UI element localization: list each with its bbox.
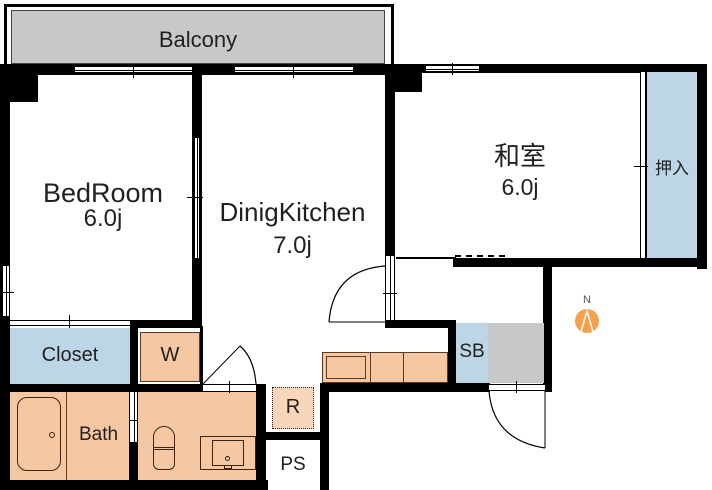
pillar-washitsu bbox=[392, 64, 422, 92]
oshiire-door[interactable] bbox=[640, 72, 646, 258]
wall-washroom-top bbox=[130, 384, 203, 392]
compass-north-label: N bbox=[583, 294, 591, 306]
kitchen-sink bbox=[326, 356, 366, 379]
dk-size: 7.0j bbox=[273, 232, 312, 259]
bedroom-size: 6.0j bbox=[83, 205, 123, 232]
wall-genkan-bottom bbox=[545, 383, 552, 392]
wall-hall-east bbox=[543, 258, 552, 390]
closet-label: Closet bbox=[41, 344, 99, 366]
closet[interactable]: Closet bbox=[10, 328, 130, 384]
wall-closet-top bbox=[130, 320, 202, 328]
toilet-seat-line bbox=[154, 447, 174, 450]
bathtub bbox=[17, 397, 61, 471]
shoe-box-label: SB bbox=[459, 341, 485, 362]
kitchen-counter[interactable] bbox=[322, 352, 448, 384]
bath-door[interactable] bbox=[129, 392, 138, 442]
pipe-space[interactable]: PS bbox=[266, 440, 320, 490]
washer-label: W bbox=[160, 344, 180, 366]
washitsu-sliding-door[interactable] bbox=[396, 257, 456, 259]
bath-label: Bath bbox=[78, 424, 119, 445]
bedroom-side-window[interactable] bbox=[2, 266, 10, 316]
closet-door[interactable] bbox=[10, 320, 130, 326]
compass-icon bbox=[575, 308, 599, 333]
dk-balcony-window[interactable] bbox=[235, 66, 353, 73]
wall-ps-east bbox=[320, 385, 329, 490]
wall-washer-east bbox=[200, 326, 203, 386]
washitsu-label: 和室 bbox=[493, 141, 546, 171]
wall-closet-bath bbox=[0, 384, 203, 392]
wall-right bbox=[697, 64, 707, 269]
dk-label: DinigKitchen bbox=[219, 197, 366, 227]
bath-divider bbox=[66, 392, 67, 480]
toilet-washroom[interactable] bbox=[138, 392, 256, 480]
vanity-counter bbox=[200, 436, 256, 470]
balcony[interactable]: Balcony bbox=[11, 10, 385, 64]
toilet-icon bbox=[153, 426, 175, 470]
washroom-door-swing[interactable] bbox=[200, 340, 260, 386]
dk-door-swing[interactable] bbox=[325, 262, 387, 324]
bathtub-drain bbox=[49, 432, 55, 438]
counter-divider-2 bbox=[403, 353, 404, 384]
balcony-label: Balcony bbox=[158, 27, 238, 52]
pillar-bedroom bbox=[0, 64, 38, 102]
bedroom-dk-sliding-door[interactable] bbox=[194, 138, 200, 258]
dk-hall-sliding-door[interactable] bbox=[385, 256, 395, 320]
wall-dk-entry-top bbox=[385, 320, 455, 328]
sink-icon bbox=[212, 440, 244, 466]
wall-closet-w bbox=[130, 320, 138, 388]
wall-sb-west bbox=[448, 320, 456, 388]
washitsu-sliding-door-dashed bbox=[455, 255, 505, 258]
refrigerator-label: R bbox=[285, 396, 301, 418]
genkan[interactable] bbox=[488, 323, 544, 383]
oshiire-label: 押入 bbox=[655, 159, 689, 178]
entry-door-frame[interactable] bbox=[489, 384, 545, 391]
faucet bbox=[224, 466, 232, 469]
shoe-box[interactable]: SB bbox=[456, 323, 488, 383]
washitsu-size: 6.0j bbox=[501, 174, 539, 200]
entry-door-swing[interactable] bbox=[485, 388, 551, 450]
wall-washitsu-bottom bbox=[453, 258, 707, 267]
pipe-space-label: PS bbox=[280, 454, 306, 475]
wall-top-right bbox=[385, 64, 697, 73]
wall-washroom-east bbox=[256, 384, 266, 490]
counter-divider-1 bbox=[370, 353, 371, 384]
bedroom-label: BedRoom bbox=[42, 178, 164, 208]
wall-bottom bbox=[0, 480, 268, 490]
wall-r-ps bbox=[266, 432, 320, 440]
wall-dk-washitsu bbox=[385, 64, 395, 324]
wall-counter-bottom bbox=[320, 383, 490, 392]
refrigerator-space[interactable]: R bbox=[272, 387, 314, 429]
sink-drain bbox=[225, 456, 230, 461]
washer-space[interactable]: W bbox=[140, 332, 200, 382]
oshiire[interactable]: 押入 bbox=[646, 72, 697, 258]
bath[interactable]: Bath bbox=[10, 392, 129, 480]
